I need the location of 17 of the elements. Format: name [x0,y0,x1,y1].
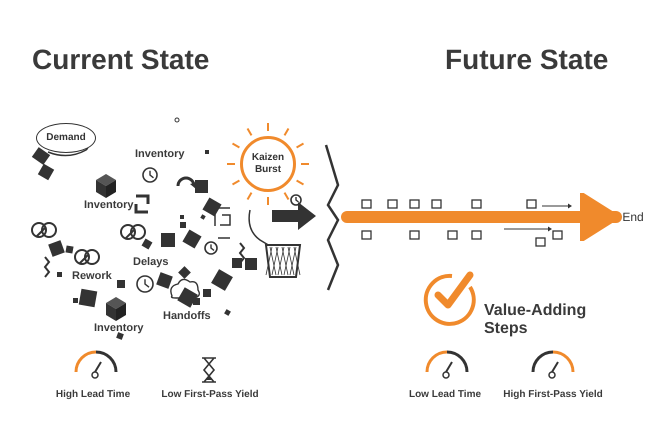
speech-bubble: Demand [36,123,96,153]
metric-label: High Lead Time [56,389,130,400]
label-text: Inventory [84,199,134,211]
metric-label: High First-Pass Yield [503,389,603,400]
label-text: Inventory [135,148,185,160]
section-heading: Future State [445,44,608,76]
label-text: Rework [72,270,112,282]
label-text: Handoffs [163,310,211,322]
section-heading: Current State [32,44,210,76]
end-label: End [618,209,648,225]
kaizen-burst-circle: Kaizen Burst [240,136,296,192]
metric-label: Low First-Pass Yield [161,389,259,400]
metric-label: Low Lead Time [408,389,482,400]
label-text: Delays [133,256,168,268]
flow-arrow [341,191,622,243]
label-text: Inventory [94,322,144,334]
label-text: Value-Adding Steps [484,302,588,338]
